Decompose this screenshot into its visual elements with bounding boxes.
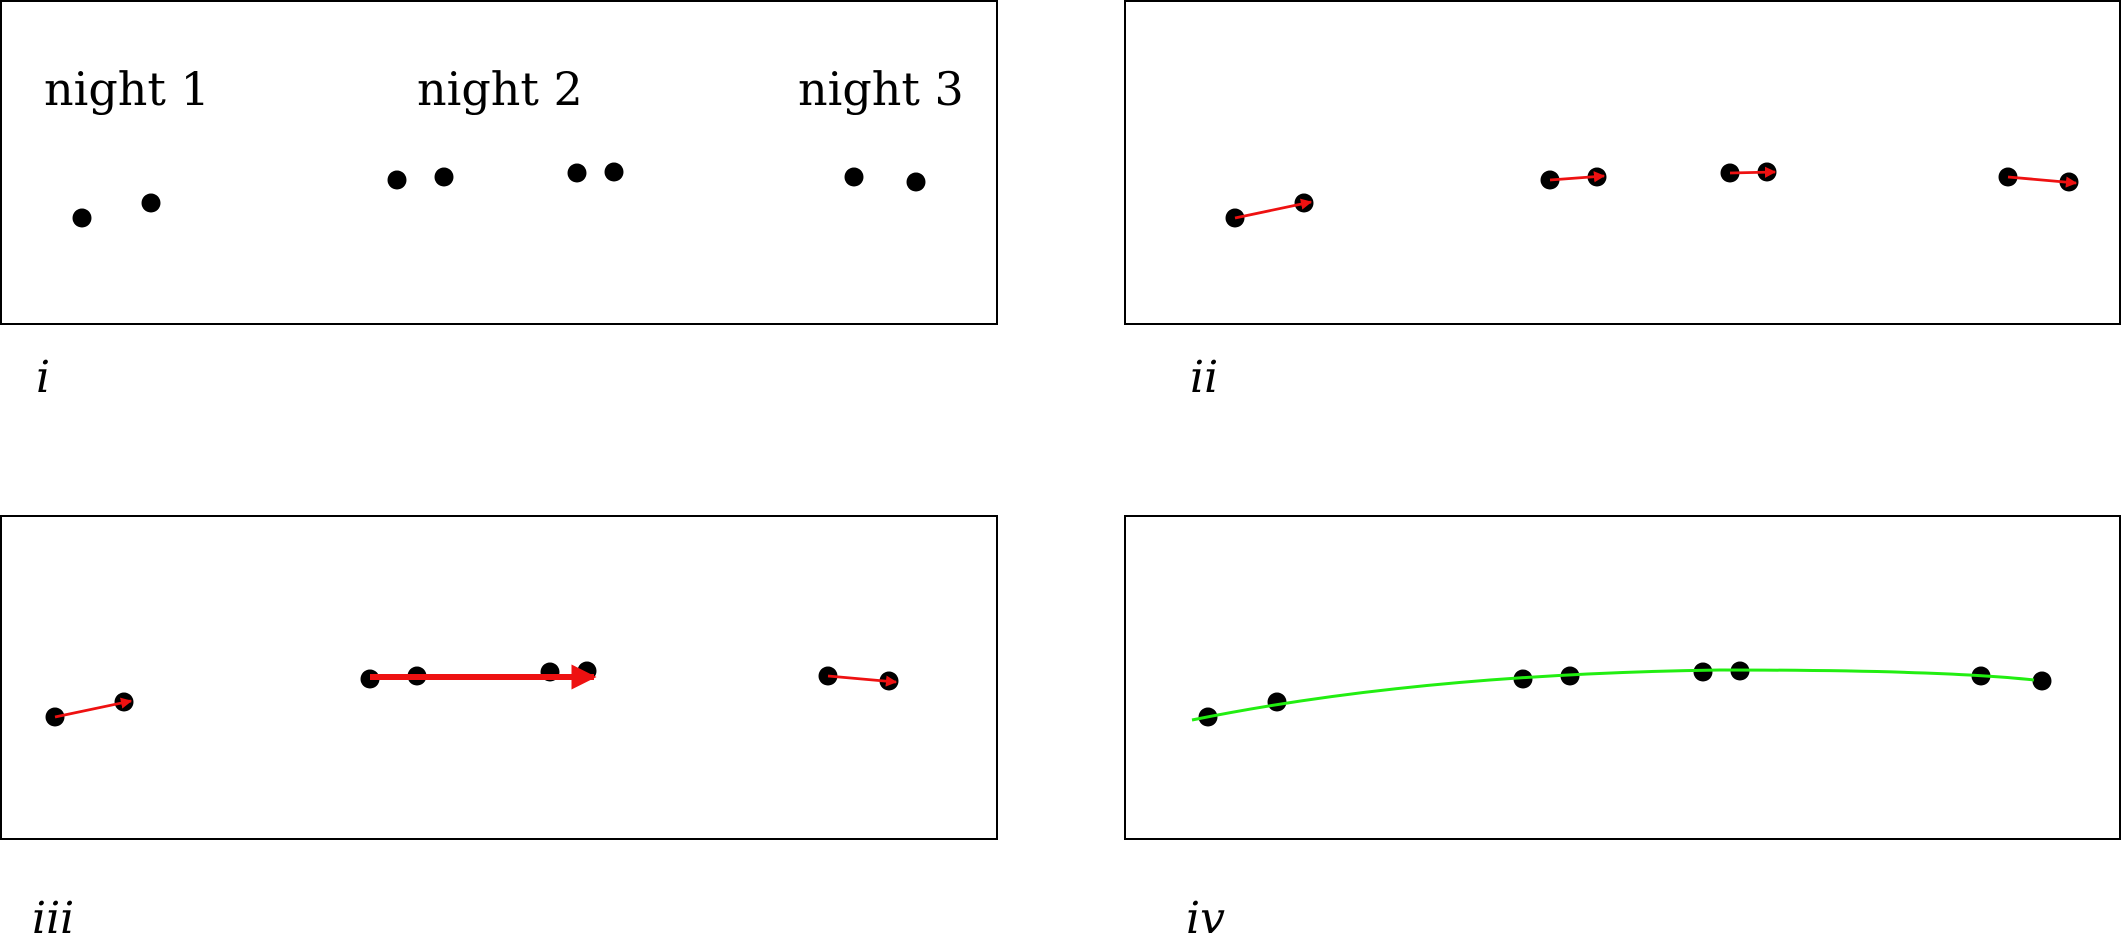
motion-arrow bbox=[1549, 171, 1606, 183]
night-3-label: night 3 bbox=[798, 62, 964, 116]
panel-iv: iv bbox=[1124, 515, 2121, 933]
motion-arrow bbox=[827, 674, 898, 687]
panel-label-i: i bbox=[36, 352, 50, 403]
panel-iii-frame bbox=[0, 515, 998, 840]
panel-label-iv: iv bbox=[1186, 893, 1225, 933]
panel-iv-frame bbox=[1124, 515, 2121, 840]
observation-dot bbox=[72, 208, 92, 228]
panel-i: night 1 night 2 night 3 i bbox=[0, 0, 998, 403]
night-2-label: night 2 bbox=[417, 62, 583, 116]
observation-dot bbox=[2032, 671, 2052, 691]
observation-dot bbox=[387, 170, 407, 190]
observation-dot bbox=[1693, 662, 1713, 682]
motion-arrow bbox=[54, 697, 133, 719]
motion-arrow bbox=[1729, 166, 1777, 178]
panel-ii: ii bbox=[1124, 0, 2121, 403]
observation-dot bbox=[567, 163, 587, 183]
observation-dot bbox=[604, 162, 624, 182]
panel-ii-frame bbox=[1124, 0, 2121, 325]
observation-dot bbox=[906, 172, 926, 192]
observation-dot bbox=[434, 167, 454, 187]
observation-dot bbox=[141, 193, 161, 213]
motion-arrow bbox=[2007, 175, 2078, 188]
panel-label-iii: iii bbox=[32, 893, 74, 933]
motion-arrow bbox=[1234, 198, 1313, 220]
night-1-label: night 1 bbox=[44, 62, 210, 116]
panel-i-frame bbox=[0, 0, 998, 325]
panel-label-ii: ii bbox=[1190, 352, 1218, 403]
observation-dot bbox=[1267, 692, 1287, 712]
panel-iii: iii bbox=[0, 515, 998, 933]
orbit-fit-curve bbox=[1191, 668, 2035, 722]
observation-dot bbox=[844, 167, 864, 187]
